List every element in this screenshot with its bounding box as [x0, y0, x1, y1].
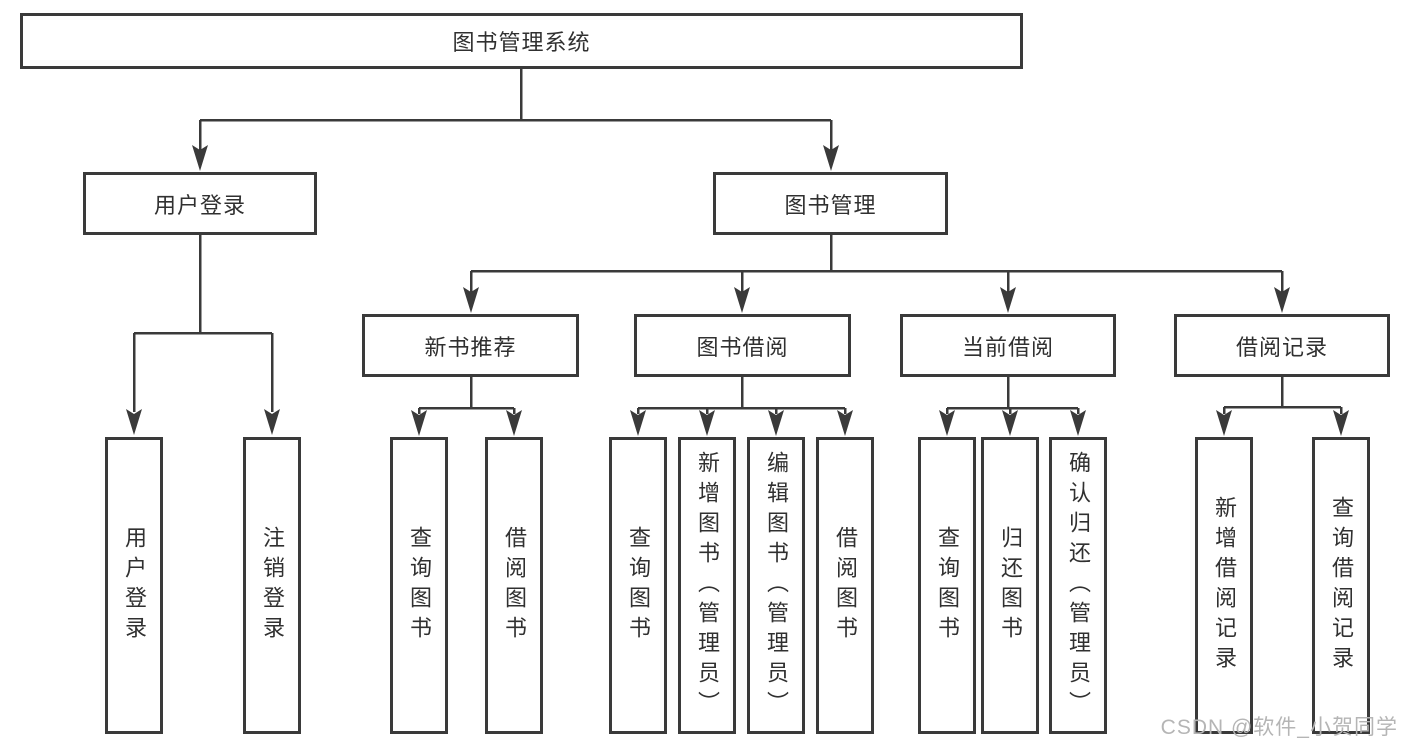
node-leaf-query-books-recommend: 查询图书 — [390, 437, 448, 734]
node-book-borrowing: 图书借阅 — [634, 314, 851, 377]
node-leaf-query-borrow-record: 查询借阅记录 — [1312, 437, 1370, 734]
node-borrowing-records: 借阅记录 — [1174, 314, 1390, 377]
node-leaf-confirm-return-admin: 确认归还（管理员） — [1049, 437, 1107, 734]
node-leaf-user-login: 用户登录 — [105, 437, 163, 734]
csdn-watermark: CSDN @软件_小贺同学 — [1160, 716, 1398, 739]
node-leaf-borrow-books-recommend: 借阅图书 — [485, 437, 543, 734]
node-book-management-branch: 图书管理 — [713, 172, 948, 235]
node-current-borrowing: 当前借阅 — [900, 314, 1116, 377]
node-leaf-add-borrow-record: 新增借阅记录 — [1195, 437, 1253, 734]
node-leaf-logout: 注销登录 — [243, 437, 301, 734]
node-leaf-add-book-admin: 新增图书（管理员） — [678, 437, 736, 734]
node-leaf-query-books-borrowing: 查询图书 — [609, 437, 667, 734]
node-new-book-recommend: 新书推荐 — [362, 314, 579, 377]
node-leaf-edit-book-admin: 编辑图书（管理员） — [747, 437, 805, 734]
node-leaf-query-books-current: 查询图书 — [918, 437, 976, 734]
node-leaf-return-book: 归还图书 — [981, 437, 1039, 734]
node-leaf-borrow-books-borrowing: 借阅图书 — [816, 437, 874, 734]
node-root-book-management-system: 图书管理系统 — [20, 13, 1023, 69]
node-user-login-branch: 用户登录 — [83, 172, 317, 235]
